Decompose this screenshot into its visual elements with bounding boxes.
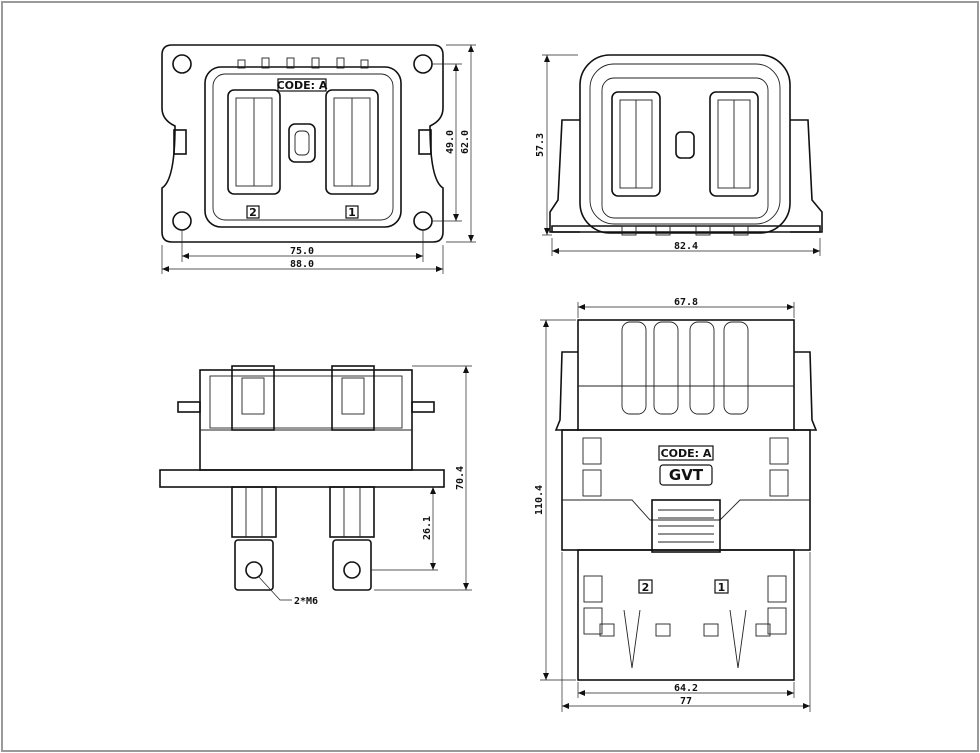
front-pin-label-1: 1 (348, 206, 356, 219)
bolt-leader (257, 575, 292, 601)
top-pin-label-1: 1 (718, 581, 726, 594)
top-dim-bottom-outer: 77 (680, 696, 692, 707)
rear-dim-height: 57.3 (535, 133, 546, 157)
rear-view: 57.3 82.4 (535, 54, 823, 256)
top-ribs (621, 321, 749, 415)
side-pin-right (411, 401, 435, 413)
top-brand-box (659, 464, 713, 486)
mount-hole-top-right (413, 54, 433, 74)
bolt-hole-left (245, 561, 263, 579)
front-side-pin-left (173, 129, 187, 155)
top-upper-body (577, 319, 795, 431)
front-view: CODE: A 2 1 75.0 88.0 49.0 62.0 (161, 44, 476, 274)
top-dim-bottom-inner: 64.2 (674, 683, 698, 694)
top-lower-slots (583, 575, 787, 669)
rear-dim-width: 82.4 (674, 241, 698, 252)
front-code-box (277, 78, 327, 92)
side-lug-left (234, 539, 274, 591)
side-lug-right (332, 539, 372, 591)
top-code-label: CODE: A (661, 447, 712, 460)
side-bottom-terminal-left (231, 486, 277, 538)
rear-housing-inner (589, 63, 781, 225)
top-code-box (658, 445, 714, 461)
top-lower-body (577, 549, 795, 681)
rear-wing-left (549, 119, 580, 233)
top-view: CODE: A GVT 2 1 (534, 297, 818, 712)
side-top-terminal-left (231, 365, 275, 431)
top-wing-right (794, 351, 818, 431)
front-dim-75: 75.0 (290, 246, 314, 257)
side-dim-terminal: 26.1 (422, 516, 433, 540)
top-brand: GVT (669, 466, 704, 484)
side-bottom-terminal-right (329, 486, 375, 538)
front-side-pin-right (418, 129, 432, 155)
rear-cavity-left (611, 91, 661, 197)
bolt-hole-right (343, 561, 361, 579)
top-latch (651, 499, 721, 553)
front-dim-62: 62.0 (460, 130, 471, 154)
top-pin-label-2: 2 (642, 581, 650, 594)
top-dim-length: 110.4 (534, 485, 545, 515)
top-side-slots (582, 437, 789, 497)
rear-housing-outer (579, 54, 791, 234)
front-center-key (288, 123, 316, 163)
mount-hole-top-left (172, 54, 192, 74)
front-dim-49: 49.0 (445, 130, 456, 154)
rear-wing-right (790, 119, 823, 233)
front-cavity-2 (227, 89, 281, 195)
top-wing-left (554, 351, 578, 431)
side-view: 2*M6 70.4 26.1 (159, 365, 472, 607)
front-housing-outer (204, 66, 402, 228)
mount-hole-bottom-right (413, 211, 433, 231)
side-flange (159, 469, 445, 488)
side-top-terminal-right (331, 365, 375, 431)
front-flange (161, 44, 444, 243)
mount-hole-bottom-left (172, 211, 192, 231)
side-dim-height: 70.4 (455, 466, 466, 490)
front-dim-88: 88.0 (290, 259, 314, 270)
rear-base (551, 225, 821, 233)
top-dim-top-width: 67.8 (674, 297, 698, 308)
front-code-label: CODE: A (277, 79, 328, 92)
rear-center-key (675, 131, 695, 159)
front-top-ribs (237, 57, 369, 69)
front-pin-label-2: 2 (249, 206, 257, 219)
front-cavity-1 (325, 89, 379, 195)
side-pin-left (177, 401, 201, 413)
rear-cavity-right (709, 91, 759, 197)
bolt-callout: 2*M6 (294, 596, 318, 607)
rear-base-tabs (621, 225, 749, 236)
front-housing-inner (212, 73, 394, 221)
